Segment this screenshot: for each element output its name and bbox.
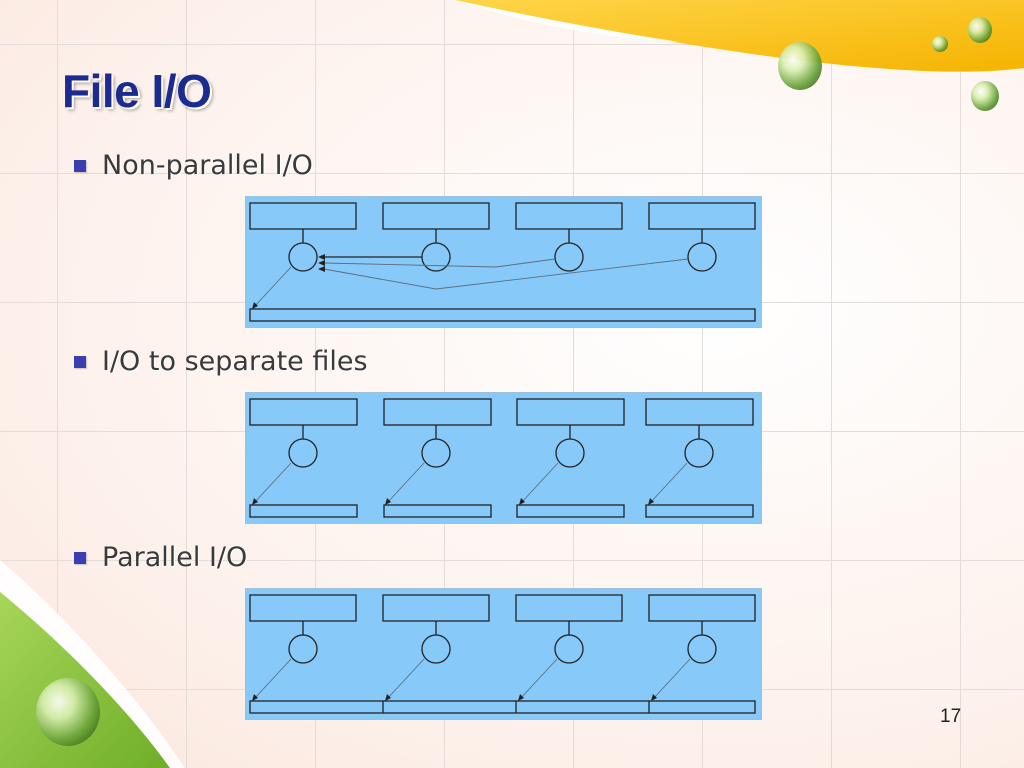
- square-bullet-icon: [74, 551, 86, 564]
- process-node: [421, 634, 451, 664]
- process-node: [421, 242, 451, 272]
- bullet-non-parallel: Non-parallel I/O: [74, 150, 313, 181]
- arrow: [386, 462, 425, 504]
- process-node: [555, 438, 585, 468]
- memory-box: [515, 594, 623, 622]
- arrow: [253, 462, 292, 504]
- file-bar: [645, 504, 754, 518]
- memory-box: [516, 398, 625, 426]
- arrow: [253, 266, 292, 308]
- memory-box: [382, 594, 490, 622]
- file-bar: [249, 700, 756, 714]
- file-bar: [383, 504, 492, 518]
- process-node: [288, 242, 318, 272]
- slide-title: File I/O: [62, 65, 212, 117]
- process-node: [554, 242, 584, 272]
- process-node: [554, 634, 584, 664]
- square-bullet-icon: [74, 159, 86, 172]
- memory-box: [249, 594, 357, 622]
- parallel-io-diagram: [245, 588, 762, 720]
- memory-box: [648, 594, 756, 622]
- file-bar: [249, 504, 358, 518]
- arrow: [323, 258, 556, 268]
- memory-box: [249, 398, 358, 426]
- memory-box: [382, 202, 490, 230]
- arrow: [253, 658, 292, 700]
- bullet-separate-files: I/O to separate files: [74, 346, 368, 377]
- memory-box: [383, 398, 492, 426]
- arrow: [323, 258, 689, 290]
- process-node: [687, 242, 717, 272]
- memory-box: [648, 202, 756, 230]
- file-bar: [516, 504, 625, 518]
- white-swoosh-top: [455, 0, 680, 42]
- arrow: [519, 658, 558, 700]
- arrow: [652, 658, 691, 700]
- bullet-parallel: Parallel I/O: [74, 542, 247, 573]
- memory-box: [645, 398, 754, 426]
- process-node: [684, 438, 714, 468]
- arrow: [520, 462, 559, 504]
- process-node: [687, 634, 717, 664]
- yellow-swoosh: [455, 0, 1024, 72]
- memory-box: [249, 202, 357, 230]
- bullet-label: I/O to separate files: [102, 346, 368, 377]
- memory-box: [515, 202, 623, 230]
- non-parallel-io-diagram: [245, 196, 762, 328]
- arrow: [386, 658, 425, 700]
- process-node: [288, 634, 318, 664]
- green-swoosh: [0, 590, 170, 768]
- separate-files-io-diagram: [245, 392, 762, 524]
- file-bar: [249, 308, 756, 322]
- bullet-label: Parallel I/O: [102, 542, 248, 573]
- square-bullet-icon: [74, 355, 86, 368]
- process-node: [421, 438, 451, 468]
- process-node: [288, 438, 318, 468]
- page-number: 17: [940, 706, 962, 727]
- bullet-label: Non-parallel I/O: [102, 150, 313, 181]
- white-swoosh-bottom: [0, 560, 185, 768]
- arrow: [649, 462, 688, 504]
